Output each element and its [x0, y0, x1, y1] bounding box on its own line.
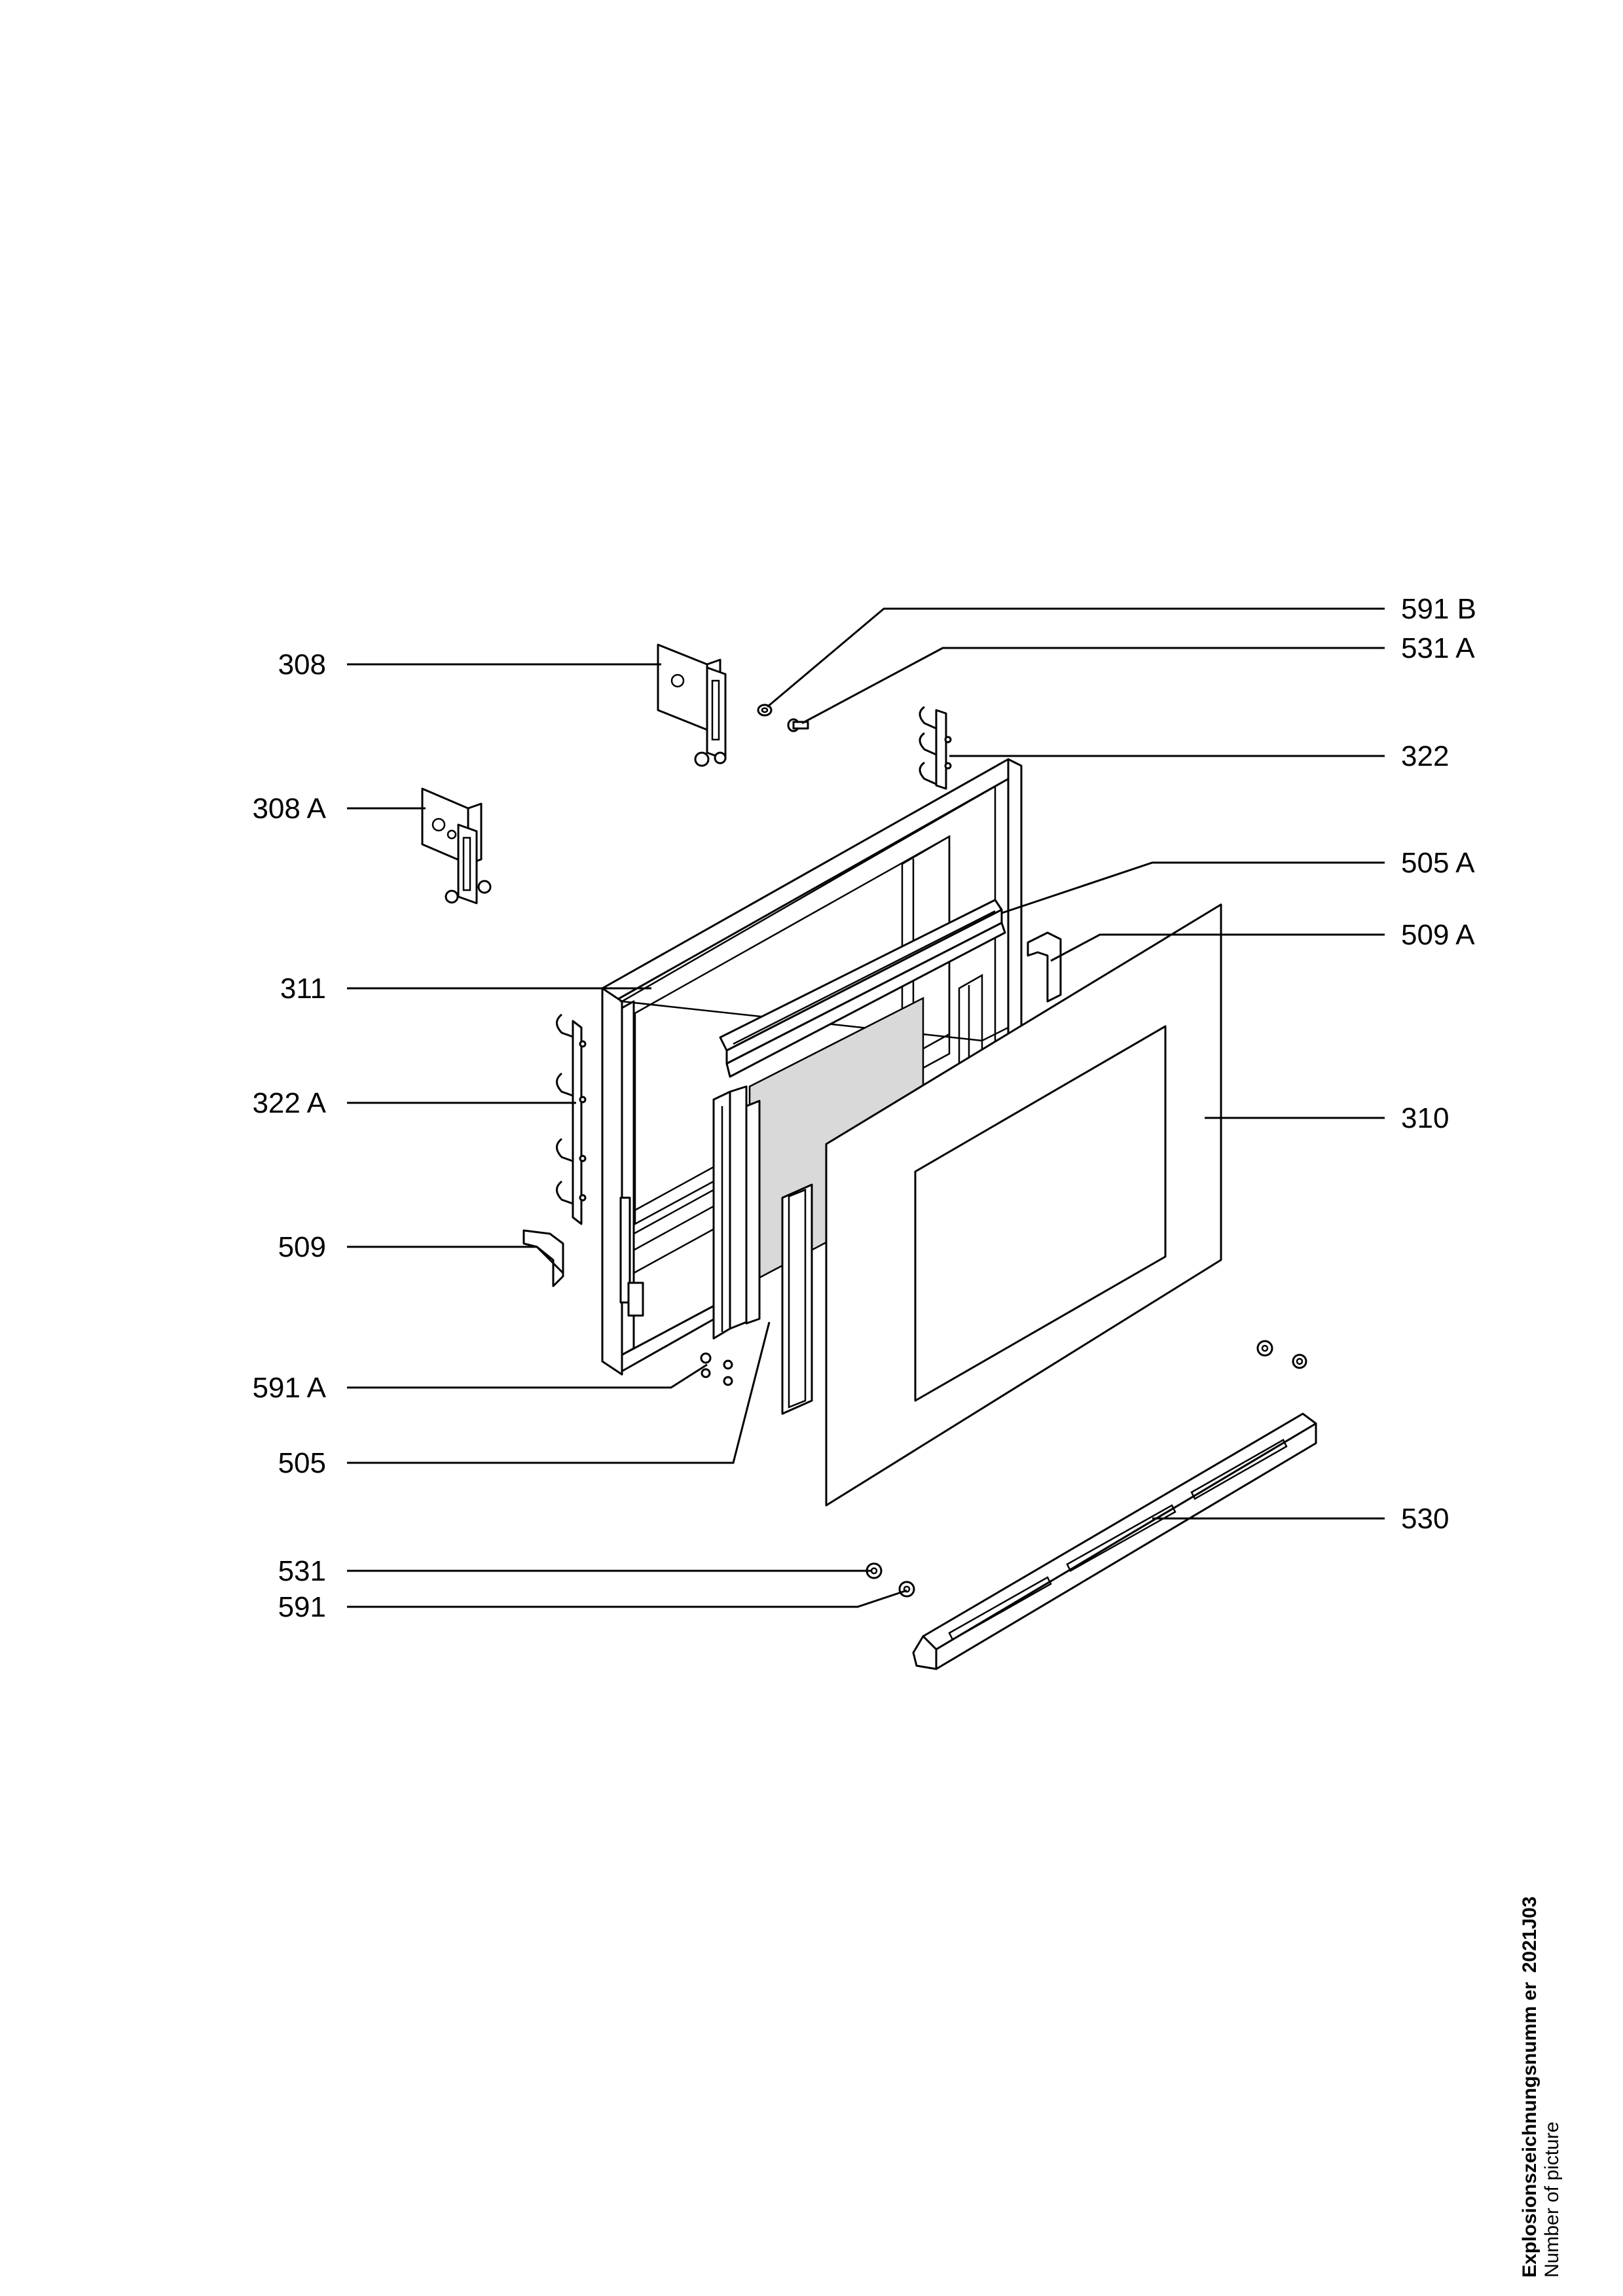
caption-number: 2021J03 [1519, 1896, 1541, 1973]
part-322-hinge-rail [919, 706, 952, 790]
part-591-washer [898, 1581, 915, 1598]
label-311: 311 [280, 973, 326, 1005]
part-531a-screw [787, 718, 809, 732]
part-308a-hinge-bracket [421, 787, 492, 905]
part-530-bottom-rail [912, 1412, 1317, 1670]
leader-509 [347, 1246, 564, 1274]
caption-title-line: Explosionszeichnungsnumm er 2021J03 [1519, 1896, 1541, 2278]
leader-591 [347, 1589, 907, 1608]
part-322a-hinge-rail [556, 1013, 587, 1225]
label-591: 591 [278, 1591, 326, 1623]
leader-531a [801, 647, 1385, 725]
label-591b: 591 B [1401, 593, 1476, 625]
label-505a: 505 A [1401, 847, 1475, 879]
caption-title: Explosionszeichnungsnumm er [1519, 1982, 1541, 2278]
leader-591a [347, 1363, 708, 1389]
label-509: 509 [278, 1231, 326, 1263]
callout-labels: 308 308 A 311 322 A 509 591 A 505 531 59… [252, 593, 1476, 1623]
label-509a: 509 A [1401, 919, 1475, 951]
caption-subtitle: Number of picture [1541, 2121, 1563, 2278]
leader-lines [347, 607, 1385, 1608]
part-308-hinge-bracket [657, 643, 727, 767]
label-310: 310 [1401, 1102, 1449, 1134]
part-505-side-trim [712, 1085, 761, 1340]
part-530-nuts [1256, 1340, 1307, 1369]
part-509a-clip [1027, 931, 1062, 1003]
label-530: 530 [1401, 1503, 1449, 1535]
label-322a: 322 A [252, 1087, 326, 1119]
part-inner-side-trim [781, 1183, 813, 1415]
leader-505a [1001, 861, 1385, 914]
label-591a: 591 A [252, 1372, 326, 1404]
leader-505 [347, 1321, 771, 1464]
leader-509a [1050, 933, 1385, 962]
part-509-clip [522, 1229, 564, 1287]
label-531a: 531 A [1401, 632, 1475, 664]
label-308a: 308 A [252, 793, 326, 825]
part-505a-trim-strip [719, 899, 1006, 1078]
label-308: 308 [278, 649, 326, 681]
label-322: 322 [1401, 740, 1449, 772]
picture-number-caption: Explosionszeichnungsnumm er 2021J03 Numbe… [1519, 1896, 1563, 2278]
part-310-outer-glass [825, 903, 1222, 1507]
label-531: 531 [278, 1555, 326, 1587]
part-591a-screws [700, 1352, 733, 1386]
leader-591b [767, 607, 1385, 708]
label-505: 505 [278, 1447, 326, 1479]
